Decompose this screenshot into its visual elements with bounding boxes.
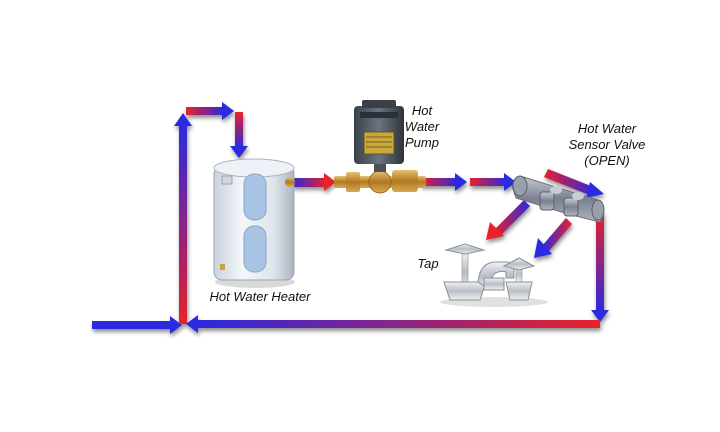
valve-inlet-arrow — [470, 173, 516, 191]
valve-to-tap-arrow — [486, 200, 530, 240]
heater-inlet-arrow — [230, 112, 248, 158]
valve-label-line-3: (OPEN) — [584, 153, 630, 168]
valve-label-line-2: Sensor Valve — [568, 137, 646, 152]
return-bottom-arrow — [186, 315, 600, 333]
heater-outlet-arrow — [292, 173, 336, 191]
valve-label: Hot Water Sensor Valve (OPEN) — [552, 121, 662, 169]
inlet-arrow — [92, 316, 182, 334]
pump-outlet-arrow — [421, 173, 467, 191]
valve-top-arrow — [544, 169, 604, 198]
pump-label: Hot Water Pump — [398, 103, 446, 151]
return-down-arrow — [591, 212, 609, 322]
heater-label: Hot Water Heater — [209, 289, 311, 304]
riser-arrow — [174, 113, 192, 324]
pump-label-line-2: Water — [404, 119, 440, 134]
valve-to-drain-arrow — [534, 218, 572, 258]
pump-label-line-3: Pump — [405, 135, 439, 150]
faucet-icon — [440, 243, 548, 307]
water-heater-icon — [213, 158, 295, 288]
sensor-valve-icon — [511, 175, 605, 223]
tap-label: Tap — [417, 256, 439, 271]
flow-arrows — [92, 102, 609, 334]
circulation-pump-icon — [334, 100, 426, 194]
top-arrow — [186, 102, 234, 120]
pump-label-line-1: Hot — [411, 103, 433, 118]
valve-label-line-1: Hot Water — [577, 121, 637, 136]
